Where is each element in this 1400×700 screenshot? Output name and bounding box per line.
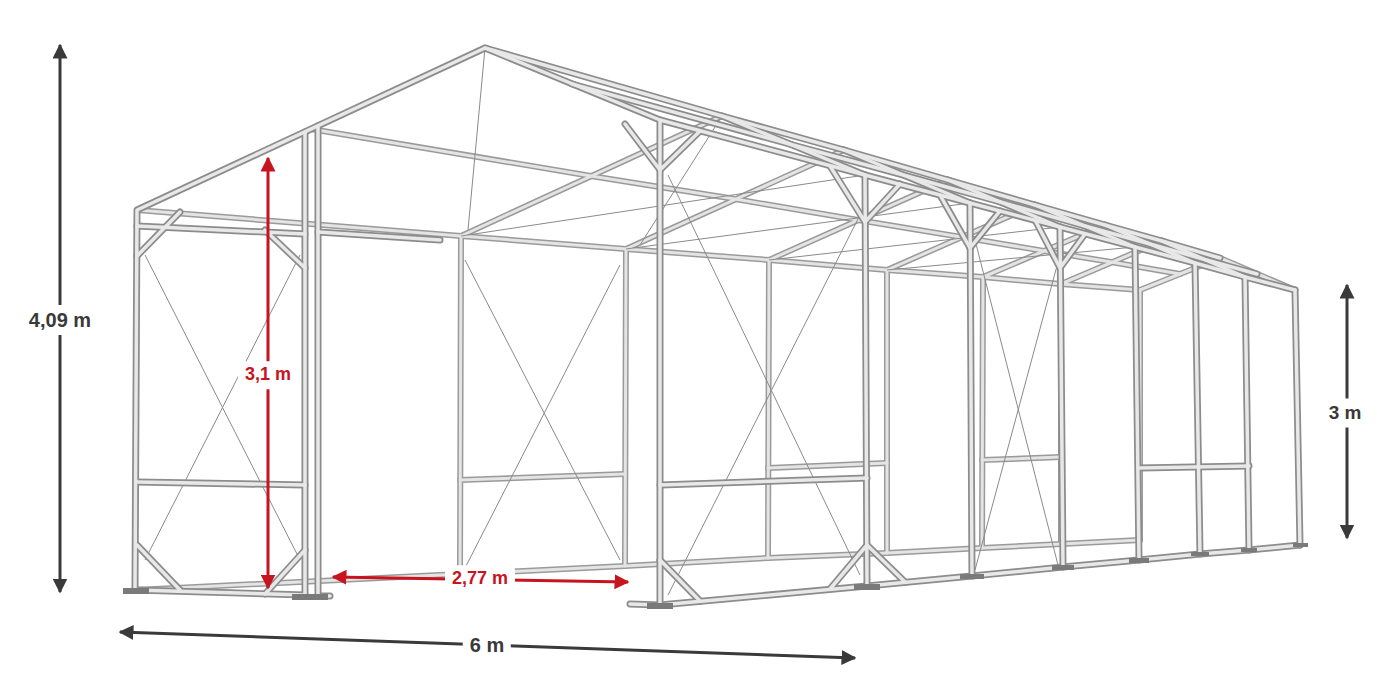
dimension-label: 3 m xyxy=(1322,399,1369,428)
base-plate xyxy=(123,588,149,594)
bracing-wire xyxy=(145,255,300,560)
base-plate xyxy=(1293,543,1308,547)
bracing-wires xyxy=(145,48,1135,595)
dimension-label: 3,1 m xyxy=(238,361,298,389)
base-plate xyxy=(1052,565,1074,570)
base-plate xyxy=(292,594,328,600)
bracing-wire xyxy=(668,175,860,595)
base-plate xyxy=(1191,552,1209,556)
base-plate xyxy=(647,603,673,609)
dimension-arrows xyxy=(60,45,1347,658)
base-plates xyxy=(123,543,1308,609)
base-plate xyxy=(1129,558,1149,563)
dimension-label: 4,09 m xyxy=(22,305,98,335)
frame-tube-fill xyxy=(135,116,1295,590)
dimension-label: 2,77 m xyxy=(445,565,515,593)
base-plate xyxy=(854,584,880,590)
bracing-wire xyxy=(465,260,620,568)
bracing-wire xyxy=(975,240,1058,570)
frame-tube-outline xyxy=(135,116,1295,590)
dimension-label: 6 m xyxy=(463,630,511,660)
frame-tube-fill xyxy=(135,48,1300,605)
frame-tube-outline xyxy=(135,48,1300,605)
base-plate xyxy=(960,574,984,579)
base-plate xyxy=(1241,548,1257,552)
